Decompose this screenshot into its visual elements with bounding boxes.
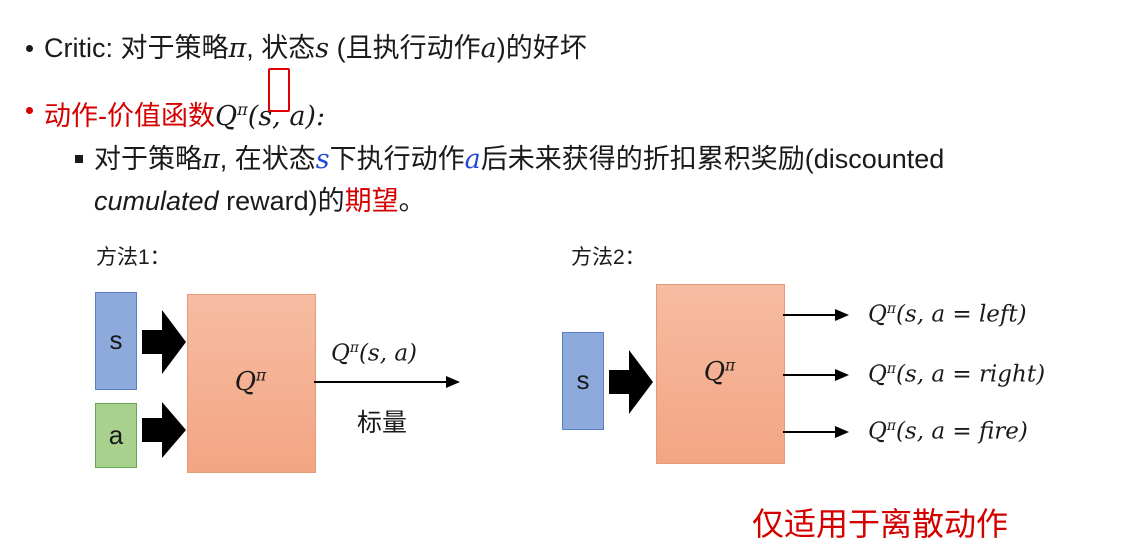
bullet-dot <box>26 45 33 52</box>
method2-title: 方法2： <box>571 246 646 269</box>
sub-bullet-square <box>75 155 83 163</box>
scalar-label: 标量 <box>357 409 408 437</box>
input-s-label-2: s <box>576 365 590 395</box>
output-right: Qπ(s, a = right) <box>868 361 1046 388</box>
block-arrow-s2 <box>609 350 653 414</box>
input-s-label: s <box>109 325 123 355</box>
highlight-box <box>268 68 290 112</box>
block-arrow-s <box>142 310 186 374</box>
method1-output-formula: Qπ(s, a) <box>331 340 418 367</box>
sub-bullet-line2: cumulated reward)的期望。 <box>94 186 426 216</box>
output-left: Qπ(s, a = left) <box>868 301 1027 328</box>
input-a-label: a <box>108 420 124 450</box>
block-arrow-a <box>142 402 186 458</box>
bullet-dot <box>26 107 33 114</box>
q-network-label-2: Qπ <box>703 356 736 387</box>
discrete-only-note: 仅适用于离散动作 <box>752 506 1009 542</box>
bullet-critic: Critic: 对于策略π, 状态s (且执行动作a)的好坏 <box>44 33 587 64</box>
q-network-box-1 <box>187 294 316 473</box>
bullet-action-value: 动作-价值函数Qπ(s, a): <box>44 100 326 132</box>
input-s-box <box>95 292 137 390</box>
input-s-box-2 <box>562 332 604 430</box>
method1-title: 方法1： <box>96 246 171 269</box>
method1-output-arrow <box>314 376 460 388</box>
method2-output-arrows <box>783 309 849 438</box>
output-fire: Qπ(s, a = fire) <box>868 418 1028 445</box>
q-network-box-2 <box>656 284 785 464</box>
method1-input-arrows <box>142 310 186 458</box>
method2-input-arrow <box>609 350 653 414</box>
sub-bullet-line1: 对于策略π, 在状态s下执行动作a后未来获得的折扣累积奖励(discounted <box>94 144 945 175</box>
q-network-label-1: Qπ <box>234 366 267 397</box>
input-a-box <box>95 403 137 468</box>
